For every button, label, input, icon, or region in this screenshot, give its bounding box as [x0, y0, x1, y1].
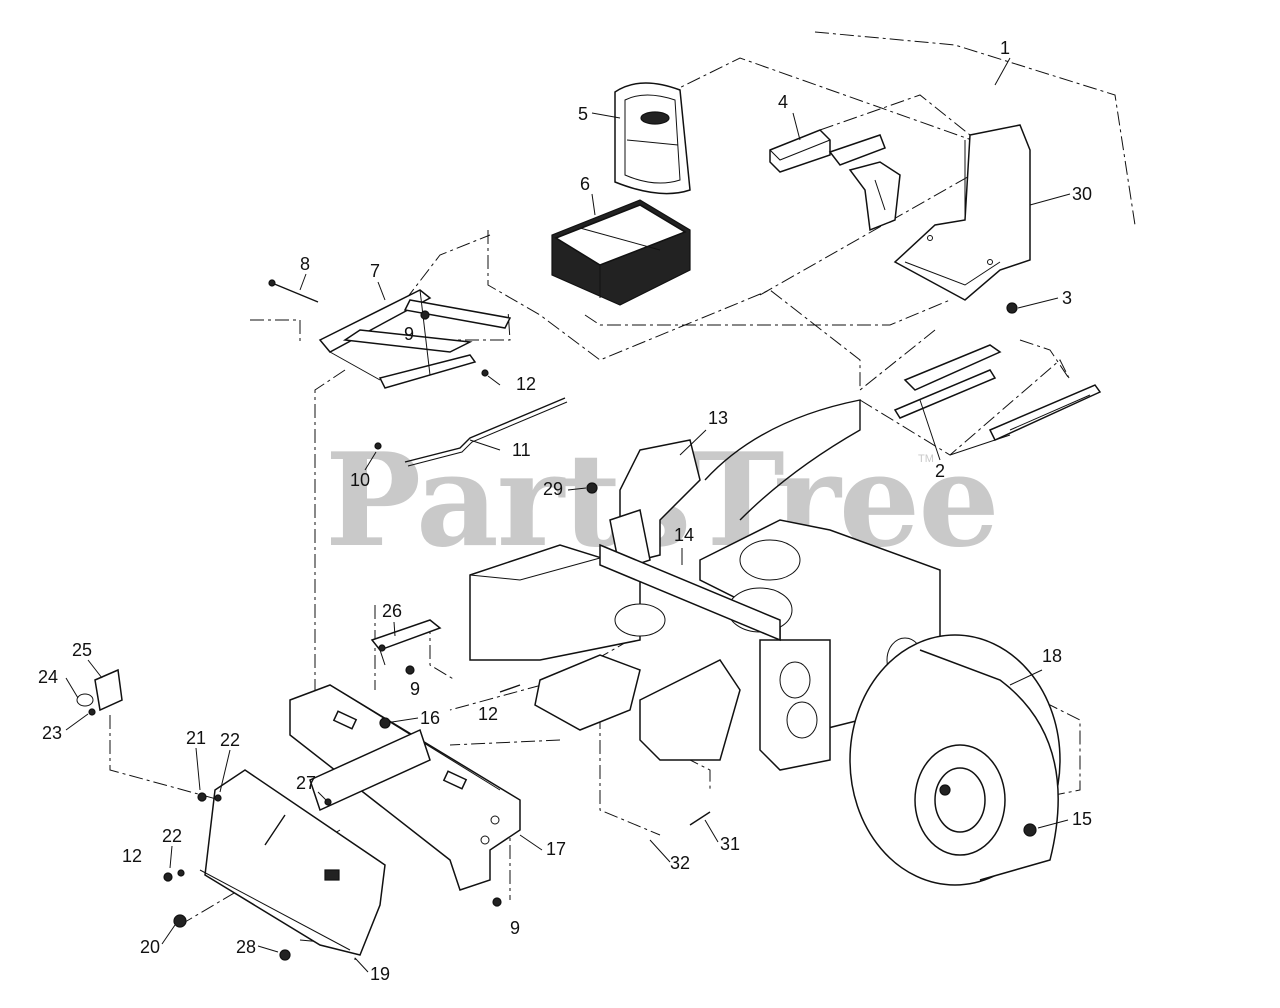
callout-6: 6	[580, 174, 590, 194]
callout-31: 31	[720, 834, 740, 854]
callout-12-panel: 12	[122, 846, 142, 866]
seat-rod	[374, 397, 568, 467]
callout-29: 29	[543, 479, 563, 499]
seat-back	[614, 82, 691, 195]
callout-8: 8	[300, 254, 310, 274]
callout-9-bracket: 9	[410, 679, 420, 699]
callout-13: 13	[708, 408, 728, 428]
callout-30: 30	[1072, 184, 1092, 204]
seat-cushion	[551, 199, 691, 306]
callout-4: 4	[778, 92, 788, 112]
callout-24: 24	[38, 667, 58, 687]
hinge-bracket-25	[76, 668, 123, 716]
rear-tire	[849, 634, 1061, 886]
callout-26: 26	[382, 601, 402, 621]
callout-7: 7	[370, 261, 380, 281]
callout-12-seat-frame: 12	[516, 374, 536, 394]
seat-pad-and-hinge	[769, 129, 901, 232]
callout-labels: 1 2 3 4 5 6 7 8 9 9 9 10 11 12 12 12 13 …	[38, 38, 1092, 984]
seat-rails	[893, 302, 1102, 441]
callout-9-seat-frame: 9	[404, 324, 414, 344]
front-panel	[199, 769, 386, 956]
callout-21: 21	[186, 728, 206, 748]
callout-17: 17	[546, 839, 566, 859]
callout-14: 14	[674, 525, 694, 545]
callout-11: 11	[512, 440, 531, 460]
pump-plate	[534, 654, 641, 731]
hardware	[163, 310, 711, 961]
seat-pan-bracket	[893, 124, 1031, 301]
callout-18: 18	[1042, 646, 1062, 666]
callout-5: 5	[578, 104, 588, 124]
callout-12-frame: 12	[478, 704, 498, 724]
callout-19: 19	[370, 964, 390, 984]
trademark-mark: TM	[918, 453, 934, 465]
bracket-26	[370, 619, 442, 666]
callout-22-lower: 22	[162, 826, 182, 846]
callout-9-front: 9	[510, 918, 520, 938]
callout-32: 32	[670, 853, 690, 873]
callout-16: 16	[420, 708, 440, 728]
bolt-8	[268, 279, 319, 303]
leader-lines	[65, 57, 1071, 973]
callout-2: 2	[935, 461, 945, 481]
callout-20: 20	[140, 937, 160, 957]
callout-10: 10	[350, 470, 370, 490]
callout-22-upper: 22	[220, 730, 240, 750]
callout-15: 15	[1072, 809, 1092, 829]
callout-27: 27	[296, 773, 316, 793]
callout-28: 28	[236, 937, 256, 957]
front-frame	[289, 684, 521, 891]
callout-25: 25	[72, 640, 92, 660]
callout-1: 1	[1000, 38, 1010, 58]
callout-3: 3	[1062, 288, 1072, 308]
seat-mount-frame	[318, 289, 512, 389]
callout-23: 23	[42, 723, 62, 743]
